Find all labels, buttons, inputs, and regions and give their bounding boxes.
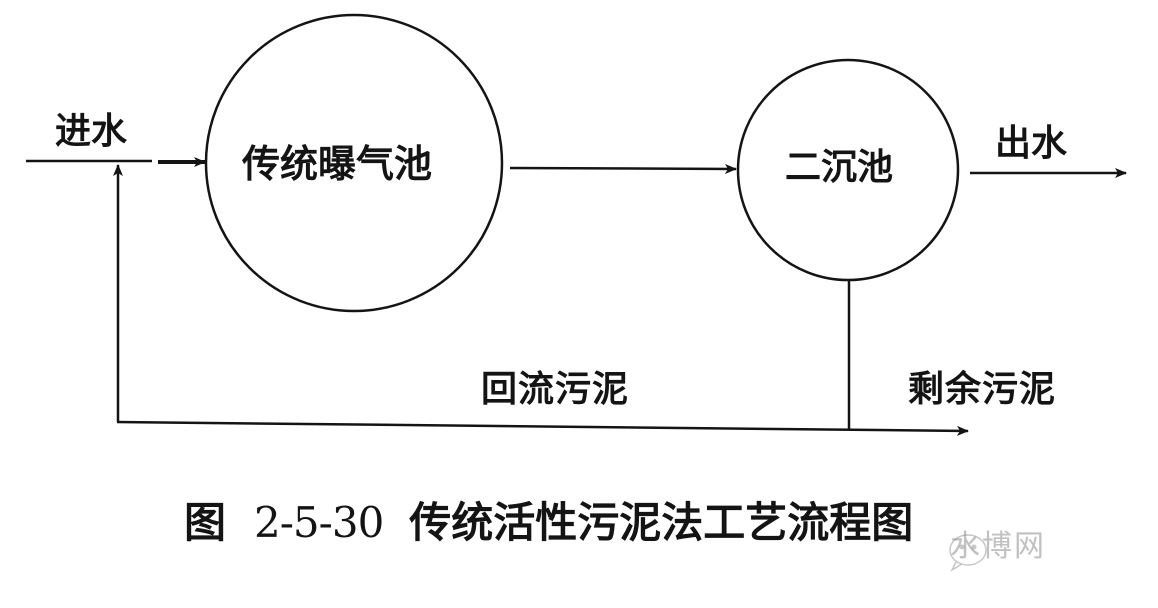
secondary-clarifier-label: 二沉池 <box>785 147 894 188</box>
caption-title: 传统活性污泥法工艺流程图 <box>409 498 914 547</box>
inlet-label: 进水 <box>55 111 128 152</box>
aeration-to-clarifier-arrow <box>509 163 737 174</box>
aeration-tank-node <box>204 13 504 313</box>
return-sludge-label: 回流污泥 <box>481 369 630 410</box>
wechat-icon <box>949 534 987 572</box>
excess-sludge-label: 剩余污泥 <box>908 369 1057 410</box>
caption-prefix: 图 <box>184 498 227 547</box>
caption-number: 2-5-30 <box>254 498 384 547</box>
outlet-label: 出水 <box>995 123 1068 164</box>
watermark-text: 水博网 <box>950 529 1046 564</box>
aeration-tank-label: 传统曝气池 <box>242 142 433 186</box>
watermark: 水博网 <box>944 532 1046 562</box>
sludge-line <box>116 420 969 436</box>
